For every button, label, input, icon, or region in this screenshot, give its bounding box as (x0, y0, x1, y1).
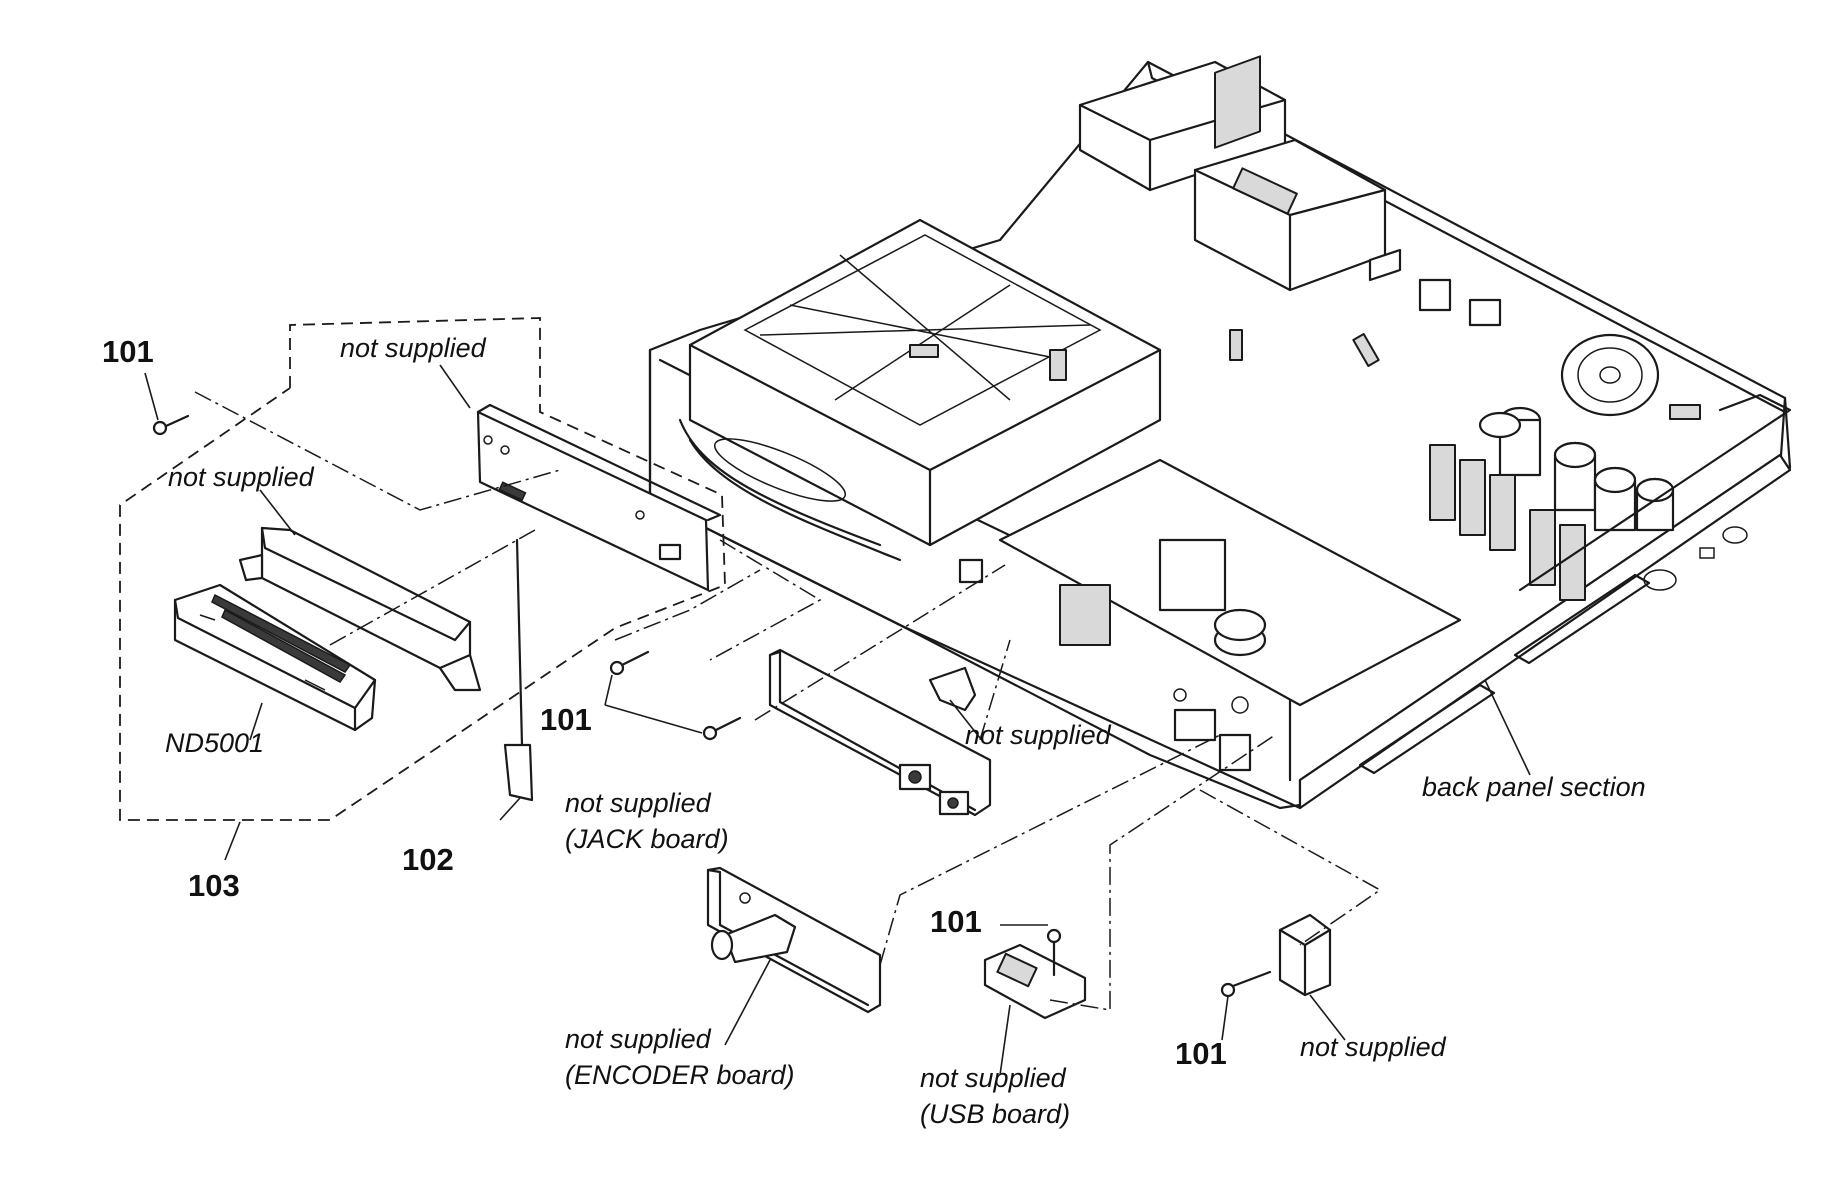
bottom-right-bracket (1220, 913, 1346, 1041)
screw-101-top-left (144, 372, 190, 436)
display-bracket (238, 526, 482, 692)
jack-board (768, 648, 992, 817)
assembly-line-4 (754, 564, 1006, 721)
assembly-line-9 (614, 569, 761, 641)
label-cable-102: 102 (402, 842, 454, 877)
label-usb-board-line1: not supplied (920, 1063, 1066, 1093)
label-not-supplied-bracket: not supplied (965, 720, 1111, 750)
screw-101-jack (702, 716, 742, 741)
label-screw-101-top-left: 101 (102, 334, 154, 369)
fan (1560, 333, 1660, 417)
flat-cable-102 (499, 538, 534, 821)
label-not-supplied-top: not supplied (340, 333, 486, 363)
label-screw-101-bottom-right: 101 (1175, 1036, 1227, 1071)
assembly-103-boundary (119, 317, 726, 821)
middle-bracket (928, 666, 981, 739)
label-assembly-103: 103 (188, 868, 240, 903)
assembly-line-6 (879, 734, 1221, 966)
assembly-line-1 (194, 391, 561, 511)
assembly-line-5 (979, 639, 1011, 741)
label-jack-board-line2: (JACK board) (565, 824, 729, 854)
label-not-supplied-bottom-right: not supplied (1300, 1032, 1446, 1062)
assembly-line-7 (1049, 734, 1276, 1011)
display-nd5001 (173, 583, 377, 732)
assembly-line-8 (1199, 789, 1382, 946)
label-encoder-board-line2: (ENCODER board) (565, 1060, 795, 1090)
label-encoder-board-line1: not supplied (565, 1024, 711, 1054)
label-back-panel-section: back panel section (1422, 772, 1646, 802)
label-jack-board-line1: not supplied (565, 788, 711, 818)
label-nd5001: ND5001 (165, 728, 265, 758)
capacitors (1478, 406, 1675, 532)
encoder-board (706, 866, 882, 1046)
label-screw-101-mid: 101 (540, 702, 592, 737)
front-panel-board (476, 403, 722, 592)
label-usb-board-line2: (USB board) (920, 1099, 1071, 1129)
assembly-line-2 (329, 529, 536, 646)
main-chassis (648, 55, 1792, 810)
usb-board (983, 924, 1087, 1076)
assembly-line-3 (709, 539, 822, 661)
label-not-supplied-left: not supplied (168, 462, 314, 492)
label-screw-101-usb: 101 (930, 904, 982, 939)
screw-101-mid (609, 650, 650, 676)
